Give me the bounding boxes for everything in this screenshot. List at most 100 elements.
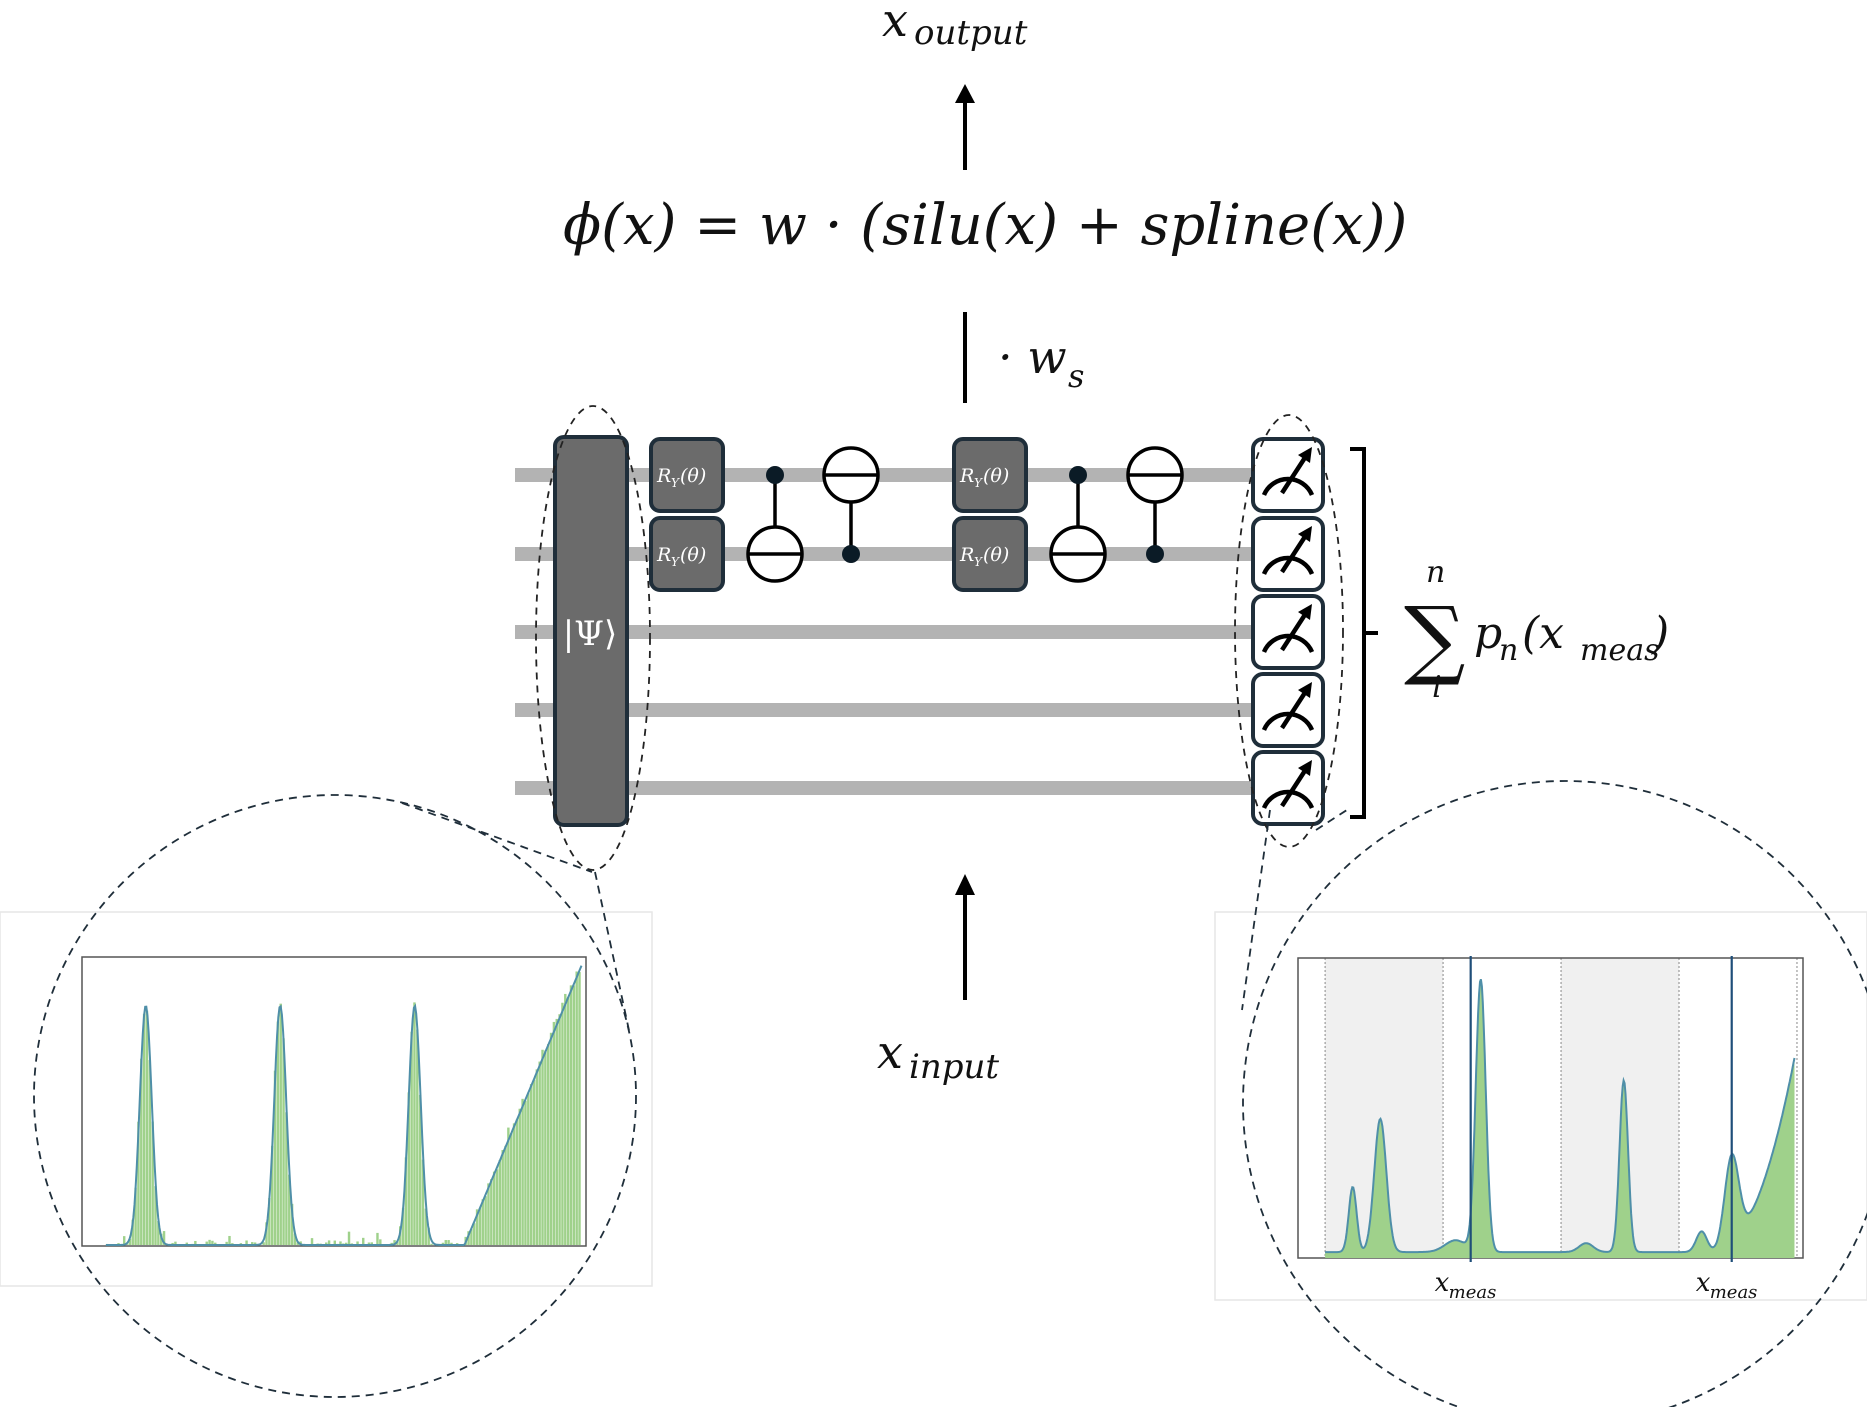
histogram-bar [501, 1150, 504, 1245]
left-histogram-bars [105, 971, 581, 1245]
cnot-control-dot [766, 466, 784, 484]
ry-gate-label: R [656, 544, 671, 566]
state-psi: |Ψ⟩ [563, 614, 618, 654]
ry-gate-label: R [656, 465, 671, 487]
sum-term-p: p [1474, 608, 1502, 659]
histogram-bar [484, 1196, 487, 1245]
histogram-bar [487, 1183, 490, 1245]
histogram-bar [418, 1094, 422, 1245]
histogram-bar [282, 1038, 285, 1245]
histogram-bar [140, 1058, 143, 1245]
input-label: x input [877, 1025, 999, 1087]
histogram-bar [529, 1084, 533, 1245]
histogram-bar [578, 972, 581, 1245]
qubit-wires [515, 468, 1255, 795]
measure-meter-icon [1251, 672, 1325, 748]
histogram-bar [288, 1174, 291, 1245]
sum-term-sub: n [1499, 633, 1518, 668]
histogram-bar [430, 1243, 433, 1245]
right-zoom-line-top [1315, 807, 1351, 831]
ry-gate-sub: Y [671, 476, 680, 490]
input-sub: input [909, 1047, 999, 1087]
left-zoom-circle [33, 794, 637, 1398]
histogram-bar [521, 1098, 524, 1245]
histogram-bar [293, 1233, 297, 1245]
histogram-bar [447, 1240, 450, 1245]
histogram-bar [555, 1018, 558, 1245]
output-sub: output [914, 13, 1028, 53]
histogram-bar [467, 1231, 470, 1245]
histogram-bar [475, 1209, 479, 1245]
histogram-bar [515, 1119, 519, 1245]
histogram-bar [427, 1227, 430, 1245]
histogram-bar [214, 1242, 217, 1245]
histogram-bar [575, 971, 578, 1245]
histogram-bar [481, 1199, 484, 1245]
histogram-bar [558, 1014, 561, 1245]
histogram-bar [344, 1242, 348, 1245]
histogram-bar [245, 1240, 248, 1245]
histogram-bar [137, 1121, 140, 1245]
histogram-bar [290, 1203, 294, 1245]
sum-expression: n ∑ i p n (x meas ) [1404, 555, 1669, 705]
histogram-bar [131, 1219, 134, 1245]
histogram-bar [356, 1241, 359, 1245]
input-x: x [877, 1025, 903, 1079]
histogram-bar [450, 1242, 453, 1245]
measure-meter-icon [1251, 437, 1325, 513]
histogram-bar [444, 1240, 447, 1245]
histogram-bar [561, 1002, 564, 1245]
measure-marker-label: x [1435, 1268, 1450, 1298]
histogram-bar [566, 997, 570, 1245]
measure-meter-icon [1251, 516, 1325, 592]
histogram-bar [151, 1121, 154, 1245]
histogram-bar [549, 1032, 553, 1245]
sum-paren-close: ) [1651, 608, 1669, 659]
histogram-bar [296, 1242, 300, 1245]
histogram-bar [518, 1108, 521, 1245]
left-zoom-line-top [401, 802, 593, 873]
right-zoom-circle [1242, 780, 1867, 1407]
cnot-control-dot [842, 545, 860, 563]
histogram-bar [228, 1235, 231, 1245]
histogram-bar [401, 1208, 405, 1245]
histogram-bar [262, 1242, 265, 1245]
cnot-gate [746, 466, 804, 583]
output-label: x output [882, 0, 1028, 53]
measure-meter-icon [1251, 594, 1325, 670]
cnot-gate [1049, 466, 1107, 583]
cnot-control-dot [1069, 466, 1087, 484]
right-zoom-line-left [1241, 809, 1271, 1011]
histogram-bar [376, 1232, 379, 1245]
sum-top: n [1426, 555, 1445, 590]
ry-gate-label: R [959, 465, 974, 487]
histogram-bar [174, 1241, 177, 1245]
histogram-bar [510, 1133, 513, 1245]
histogram-bar [142, 1013, 146, 1245]
histogram-bar [393, 1240, 396, 1245]
sum-paren-open: (x [1522, 608, 1564, 659]
measurement-highlight-ellipse [1234, 414, 1344, 848]
histogram-bar [564, 993, 567, 1245]
histogram-bar [527, 1092, 530, 1245]
ry-gate-label: R [959, 544, 974, 566]
histogram-bar [396, 1241, 399, 1245]
histogram-bar [125, 1244, 129, 1245]
histogram-bar [270, 1145, 274, 1245]
histogram-bar [492, 1171, 496, 1245]
histogram-bar [379, 1239, 382, 1245]
output-arrow [955, 84, 975, 170]
input-arrow [955, 874, 975, 1000]
histogram-bar [569, 985, 573, 1245]
left-density-curve [105, 965, 583, 1246]
histogram-bar [327, 1240, 331, 1245]
histogram-bar [416, 1029, 419, 1245]
histogram-bar [325, 1242, 328, 1245]
histogram-bar [128, 1238, 132, 1245]
weight-label: · w s [998, 330, 1084, 395]
histogram-bar [413, 1002, 416, 1245]
sum-paren-sub: meas [1580, 633, 1659, 668]
